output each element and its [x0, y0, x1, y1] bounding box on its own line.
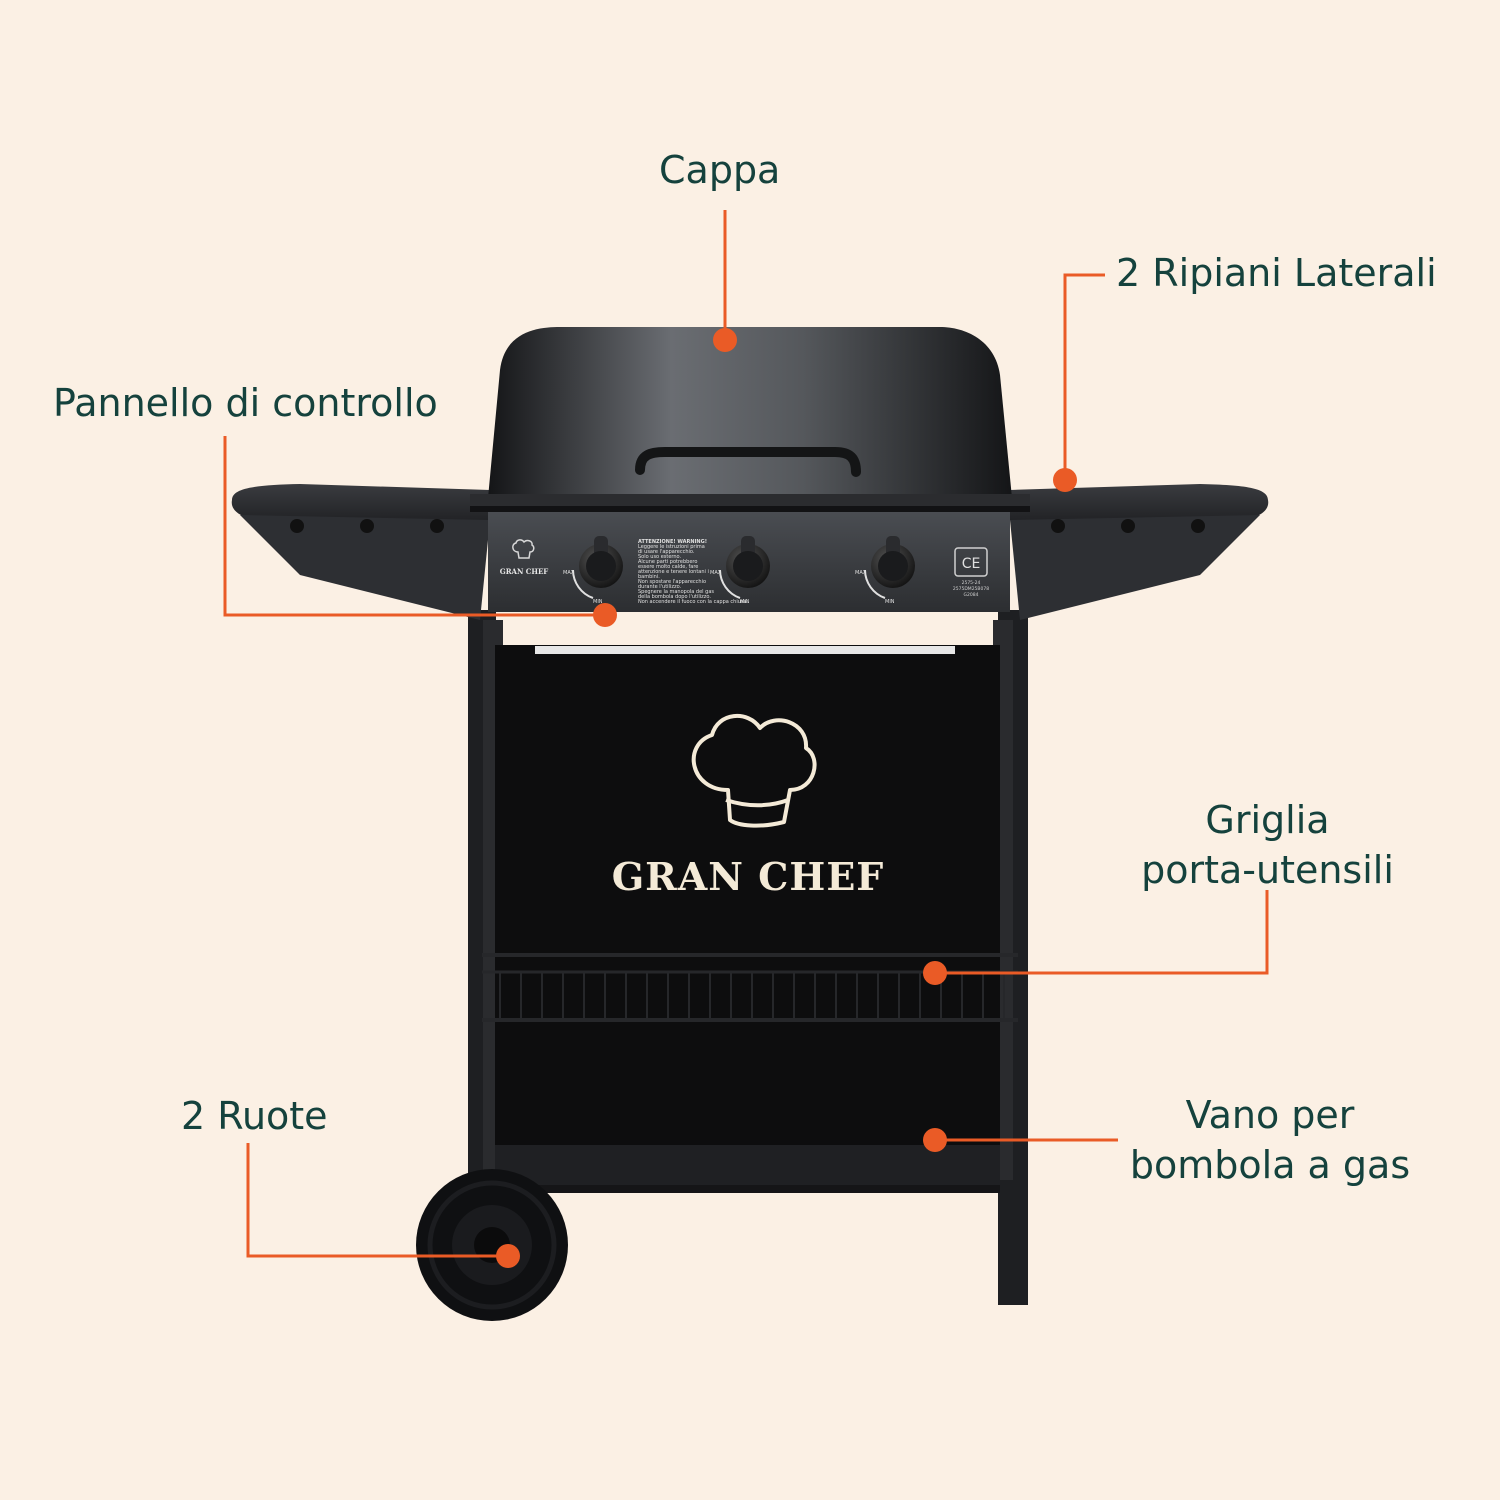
- label-hood: Cappa: [659, 148, 781, 192]
- warning-line: Solo uso esterno.: [638, 554, 682, 560]
- warning-line: di usare l'apparecchio.: [638, 549, 695, 555]
- callout-dot-hood: [713, 328, 737, 352]
- warning-label: ATTENZIONE! WARNING!Leggere le istruzion…: [638, 539, 749, 605]
- ce-line: G2084: [964, 592, 979, 598]
- callout-dots: [496, 328, 1077, 1268]
- callout-line-rack: [935, 890, 1269, 975]
- front-wheel: [416, 1169, 568, 1321]
- label-side-shelves: 2 Ripiani Laterali: [1116, 251, 1437, 295]
- warning-line: essere molto calde, fare: [638, 564, 698, 570]
- label-gas-line1: Vano per: [1185, 1093, 1355, 1137]
- svg-text:ATTENZIONE! WARNING!Leggere le: ATTENZIONE! WARNING!Leggere le istruzion…: [638, 539, 749, 605]
- warning-line: bambini.: [638, 574, 660, 580]
- label-utensil-rack: Griglia porta-utensili: [1120, 795, 1415, 895]
- burner-knob[interactable]: MAX MIN: [563, 536, 623, 605]
- knob-min-label: MIN: [740, 599, 750, 605]
- control-panel: GRAN CHEF MAX MIN MAX MIN MAX MIN ATTENZIONE!…: [488, 512, 1010, 612]
- warning-line: della bombola dopo l'utilizzo.: [638, 594, 711, 600]
- warning-line: attenzione e tenere lontani i: [638, 569, 709, 575]
- cabinet-brand: GRAN CHEF: [612, 854, 885, 899]
- callout-line-side-shelves: [1063, 273, 1105, 478]
- knob-min-label: MIN: [885, 599, 895, 605]
- label-wheels: 2 Ruote: [181, 1094, 328, 1138]
- label-gas-line2: bombola a gas: [1129, 1143, 1411, 1187]
- callout-dot-gas: [923, 1128, 947, 1152]
- panel-logo: GRAN CHEF: [500, 539, 549, 576]
- ce-line: 2575DM25B078: [953, 586, 989, 592]
- callout-line-wheels: [246, 1143, 508, 1258]
- callout-lines: [223, 210, 1269, 1258]
- left-side-shelf: [231, 484, 490, 620]
- label-gas-compartment: Vano per bombola a gas: [1115, 1090, 1425, 1190]
- callout-dot-side-shelves: [1053, 468, 1077, 492]
- warning-line: Spegnere la manopola del gas: [638, 589, 714, 595]
- warning-line: Alcune parti potrebbero: [638, 559, 697, 565]
- chef-hat-icon: [691, 713, 817, 828]
- callout-dot-rack: [923, 961, 947, 985]
- warning-line: ATTENZIONE! WARNING!: [638, 539, 707, 545]
- warning-line: Leggere le istruzioni prima: [638, 544, 705, 550]
- callout-dot-wheels: [496, 1244, 520, 1268]
- knob-max-label: MAX: [855, 570, 867, 576]
- burner-knob[interactable]: MAX MIN: [855, 536, 915, 605]
- callout-dot-control-panel: [593, 603, 617, 627]
- knob-max-label: MAX: [710, 570, 722, 576]
- warning-line: durante l'utilizzo.: [638, 584, 682, 590]
- callout-line-control-panel: [223, 436, 605, 617]
- warning-line: Non accendere il fuoco con la cappa chiu…: [638, 599, 749, 605]
- panel-brand: GRAN CHEF: [500, 567, 549, 576]
- label-utensil-rack-line1: Griglia: [1205, 798, 1330, 842]
- knob-min-label: MIN: [593, 599, 603, 605]
- knob-max-label: MAX: [563, 570, 575, 576]
- grill-hood: [470, 327, 1030, 512]
- label-control-panel: Pannello di controllo: [53, 381, 438, 425]
- ce-line: 2575-24: [962, 580, 981, 586]
- right-side-shelf: [1010, 484, 1269, 620]
- burner-knob[interactable]: MAX MIN: [710, 536, 770, 605]
- warning-line: Non spostare l'apparecchio: [638, 579, 706, 585]
- ce-mark: CE: [962, 556, 981, 572]
- gas-cabinet: [495, 645, 1000, 1193]
- label-utensil-rack-line2: porta-utensili: [1141, 848, 1394, 892]
